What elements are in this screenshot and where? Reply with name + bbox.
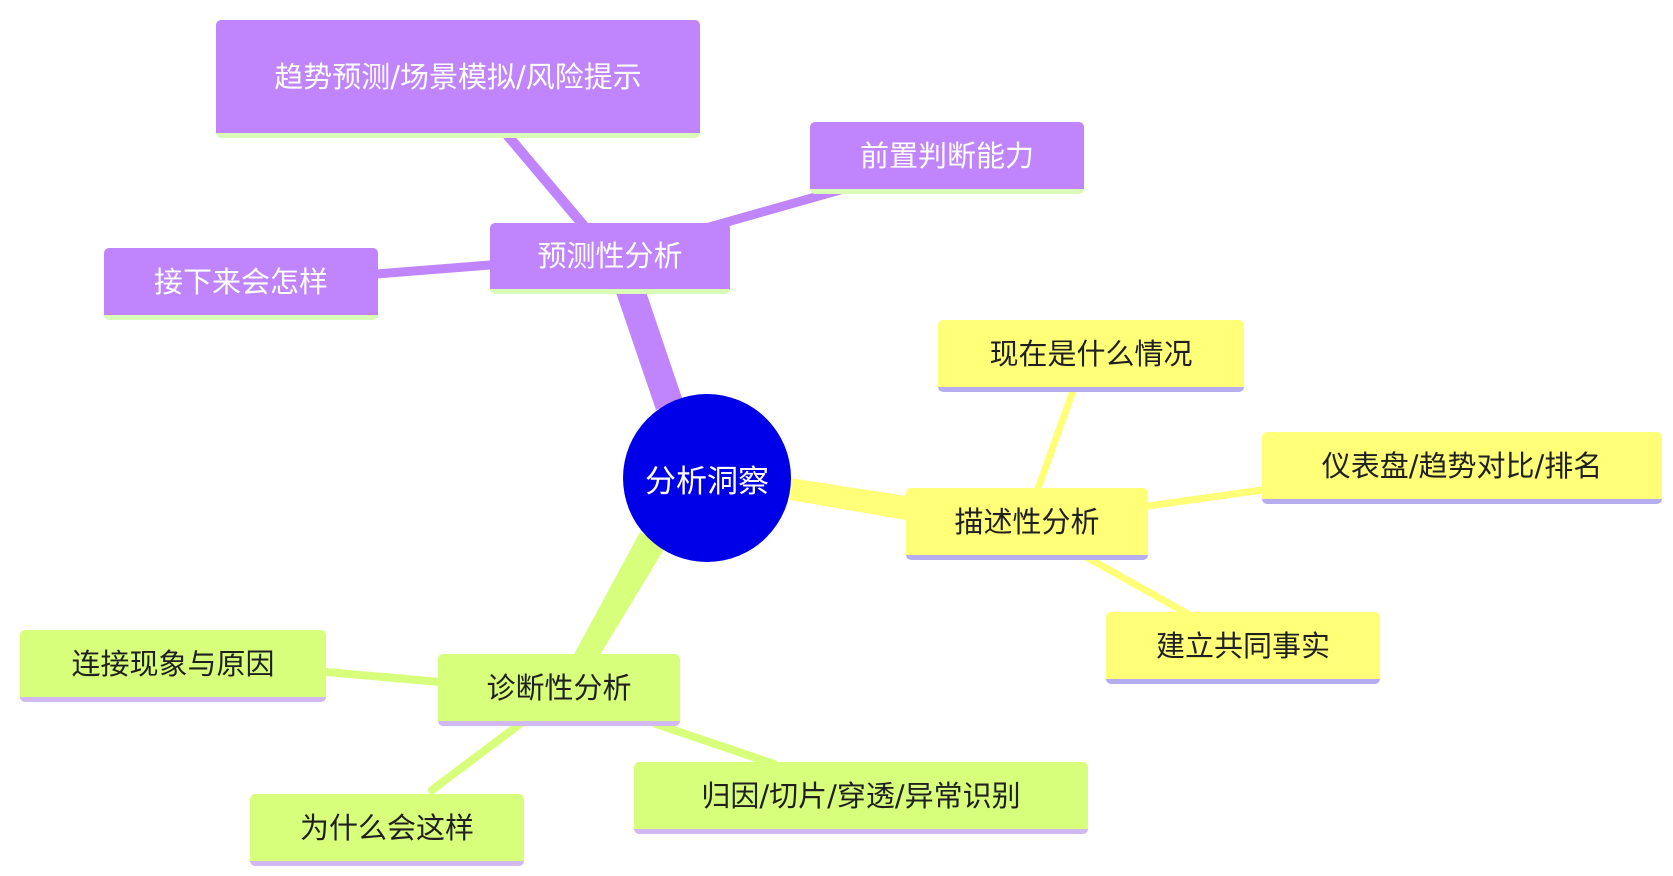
line-predictive-forecast — [503, 131, 589, 231]
node-attribution-slice-drill-anomaly[interactable]: 归因/切片/穿透/异常识别 — [634, 762, 1088, 834]
node-predictive-analysis[interactable]: 预测性分析 — [490, 223, 730, 294]
node-common-facts[interactable]: 建立共同事实 — [1106, 612, 1380, 684]
line-diagnostic-attribution — [652, 720, 778, 768]
node-current-situation[interactable]: 现在是什么情况 — [938, 320, 1244, 392]
node-what-next[interactable]: 接下来会怎样 — [104, 248, 378, 320]
root-node[interactable]: 分析洞察 — [623, 394, 791, 562]
node-why-this-happened[interactable]: 为什么会这样 — [250, 794, 524, 866]
line-descriptive-fact — [1084, 554, 1192, 618]
node-forecast-scenario-risk[interactable]: 趋势预测/场景模拟/风险提示 — [216, 20, 700, 138]
line-root-predictive — [611, 268, 682, 410]
line-diagnostic-connect — [322, 668, 444, 686]
line-descriptive-dashboard — [1144, 486, 1266, 510]
node-dashboard-trend-ranking[interactable]: 仪表盘/趋势对比/排名 — [1262, 432, 1662, 504]
line-root-diagnostic — [572, 532, 666, 668]
node-link-phenomena-causes[interactable]: 连接现象与原因 — [20, 630, 326, 702]
line-predictive-judgement — [701, 185, 845, 233]
line-predictive-next — [371, 260, 495, 279]
line-descriptive-now — [1032, 384, 1078, 498]
line-diagnostic-why — [428, 720, 524, 794]
node-diagnostic-analysis[interactable]: 诊断性分析 — [438, 654, 680, 726]
node-proactive-judgement[interactable]: 前置判断能力 — [810, 122, 1084, 194]
line-root-descriptive — [790, 478, 906, 520]
node-descriptive-analysis[interactable]: 描述性分析 — [906, 488, 1148, 560]
